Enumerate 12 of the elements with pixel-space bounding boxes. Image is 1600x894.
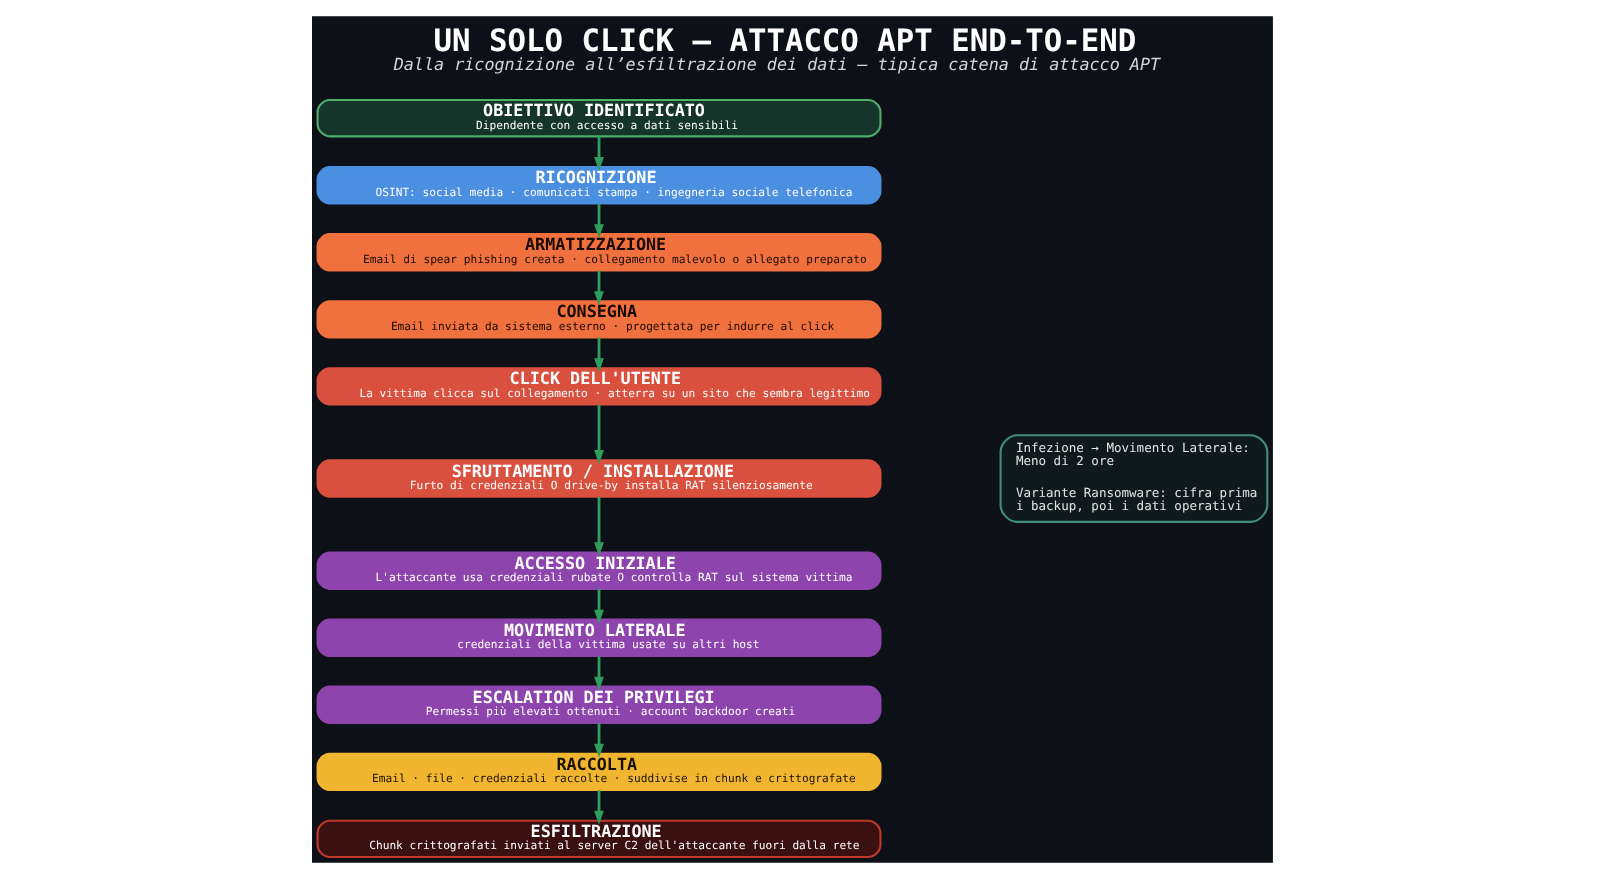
arrow <box>594 337 604 373</box>
caption: Dalla ricognizione all’esfiltrazione dei dati — tipica catena di attacco APT <box>393 54 1161 75</box>
diagram-title: UN SOLO CLICK — ATTACCO APT END-TO-END <box>433 22 1137 59</box>
arrow <box>594 203 604 239</box>
arrow <box>594 496 604 557</box>
arrow <box>594 790 604 825</box>
arrow <box>594 404 604 465</box>
arrow <box>594 656 604 691</box>
arrow <box>594 270 604 306</box>
arrow <box>594 136 604 172</box>
arrow <box>594 589 604 624</box>
arrow <box>594 723 604 758</box>
